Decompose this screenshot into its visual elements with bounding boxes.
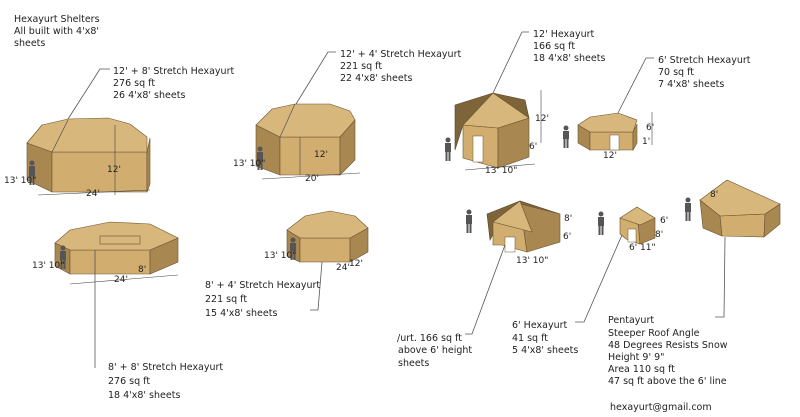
shelter-12-8-stretch: 12' 13' 10" 24' 12' + 8' Stretch Hexayur… [4,66,234,199]
svg-text:8': 8' [564,214,572,224]
svg-text:6' Stretch Hexayurt: 6' Stretch Hexayurt [658,55,751,66]
person-icon [598,211,604,235]
svg-text:24': 24' [336,263,350,273]
svg-text:13' 10": 13' 10" [516,256,548,266]
person-icon [60,245,66,269]
svg-text:8': 8' [138,265,146,275]
person-icon [563,125,569,148]
svg-text:221 sq ft: 221 sq ft [340,61,382,72]
svg-text:24': 24' [86,189,100,199]
shelter-6-hexayurt: 6' 8' 6' 11" 6' Hexayurt 41 sq ft 5 4'x8… [512,206,668,356]
person-icon [290,237,296,260]
person-icon [29,160,35,185]
svg-text:12': 12' [107,165,121,175]
svg-text:12': 12' [349,259,363,269]
shelter-12-4-stretch: 12' 13' 10" 20' 12' + 4' Stretch Hexayur… [233,49,461,184]
person-icon [685,197,691,221]
shelter-8-8-stretch: 13' 10" 8' 24' 8' + 8' Stretch Hexayurt … [32,221,223,401]
svg-text:Hexayurt Shelters: Hexayurt Shelters [14,14,100,25]
svg-text:13' 10": 13' 10" [4,176,36,186]
svg-text:sheets: sheets [14,38,45,49]
person-icon [257,146,263,170]
svg-text:13' 10": 13' 10" [233,159,265,169]
svg-text:Height 9' 9": Height 9' 9" [608,352,665,363]
svg-text:6': 6' [660,216,668,226]
svg-text:12': 12' [314,150,328,160]
shelter-8-4-stretch: 13' 10" 12' 24' 8' + 4' Stretch Hexayurt… [205,210,369,319]
svg-text:221 sq ft: 221 sq ft [205,294,247,305]
svg-text:8': 8' [710,190,718,200]
svg-text:47 sq ft above the 6' line: 47 sq ft above the 6' line [608,376,727,387]
svg-text:6' Hexayurt: 6' Hexayurt [512,320,567,331]
svg-text:276 sq ft: 276 sq ft [113,78,155,89]
shelter-12-hexayurt: 12' 6' 13' 10" 12' Hexayurt 166 sq ft 18… [445,29,605,176]
svg-text:20': 20' [305,174,319,184]
svg-text:12': 12' [603,151,617,161]
svg-text:6': 6' [563,232,571,242]
svg-text:/urt. 166 sq ft: /urt. 166 sq ft [397,333,462,344]
contact-email: hexayurt@gmail.com [610,402,712,413]
shelter-hexayurt-above-6: 8' 6' 13' 10" /urt. 166 sq ft above 6' h… [397,200,572,369]
svg-text:13' 10": 13' 10" [264,251,296,261]
svg-text:26 4'x8' sheets: 26 4'x8' sheets [113,90,185,101]
svg-text:8' + 4' Stretch Hexayurt: 8' + 4' Stretch Hexayurt [205,280,320,291]
svg-text:18 4'x8' sheets: 18 4'x8' sheets [108,390,180,401]
person-icon [445,137,451,161]
svg-text:8' + 8' Stretch Hexayurt: 8' + 8' Stretch Hexayurt [108,362,223,373]
svg-text:166 sq ft: 166 sq ft [533,41,575,52]
svg-text:6' 11": 6' 11" [629,243,656,253]
svg-text:22 4'x8' sheets: 22 4'x8' sheets [340,73,412,84]
svg-text:15 4'x8' sheets: 15 4'x8' sheets [205,308,277,319]
svg-text:70 sq ft: 70 sq ft [658,67,694,78]
diagram-title: Hexayurt Shelters All built with 4'x8' s… [14,14,100,49]
svg-text:Area 110 sq ft: Area 110 sq ft [608,364,675,375]
svg-text:Pentayurt: Pentayurt [608,315,654,326]
svg-text:sheets: sheets [398,358,429,369]
svg-text:above 6' height: above 6' height [398,345,472,356]
svg-text:18 4'x8' sheets: 18 4'x8' sheets [533,53,605,64]
svg-text:12' + 4' Stretch Hexayurt: 12' + 4' Stretch Hexayurt [340,49,461,60]
svg-text:7 4'x8' sheets: 7 4'x8' sheets [658,79,724,90]
shelter-6-stretch: 6' 1' 12' 6' Stretch Hexayurt 70 sq ft 7… [563,55,751,161]
svg-text:276 sq ft: 276 sq ft [108,376,150,387]
person-icon [466,209,472,233]
svg-text:13' 10": 13' 10" [485,166,517,176]
svg-text:41 sq ft: 41 sq ft [512,333,548,344]
svg-text:6': 6' [529,142,537,152]
svg-text:6': 6' [646,123,654,133]
svg-text:All built with 4'x8': All built with 4'x8' [14,26,99,37]
svg-text:12': 12' [535,114,549,124]
svg-text:5 4'x8' sheets: 5 4'x8' sheets [512,345,578,356]
svg-text:48 Degrees Resists Snow: 48 Degrees Resists Snow [608,340,728,351]
shelter-pentayurt: 8' Pentayurt Steeper Roof Angle 48 Degre… [608,179,781,387]
svg-text:8': 8' [655,230,663,240]
svg-text:Steeper Roof Angle: Steeper Roof Angle [608,328,700,339]
svg-text:12' Hexayurt: 12' Hexayurt [533,29,595,40]
svg-text:12' + 8' Stretch Hexayurt: 12' + 8' Stretch Hexayurt [113,66,234,77]
svg-text:1': 1' [642,137,650,147]
svg-text:13' 10": 13' 10" [32,261,64,271]
